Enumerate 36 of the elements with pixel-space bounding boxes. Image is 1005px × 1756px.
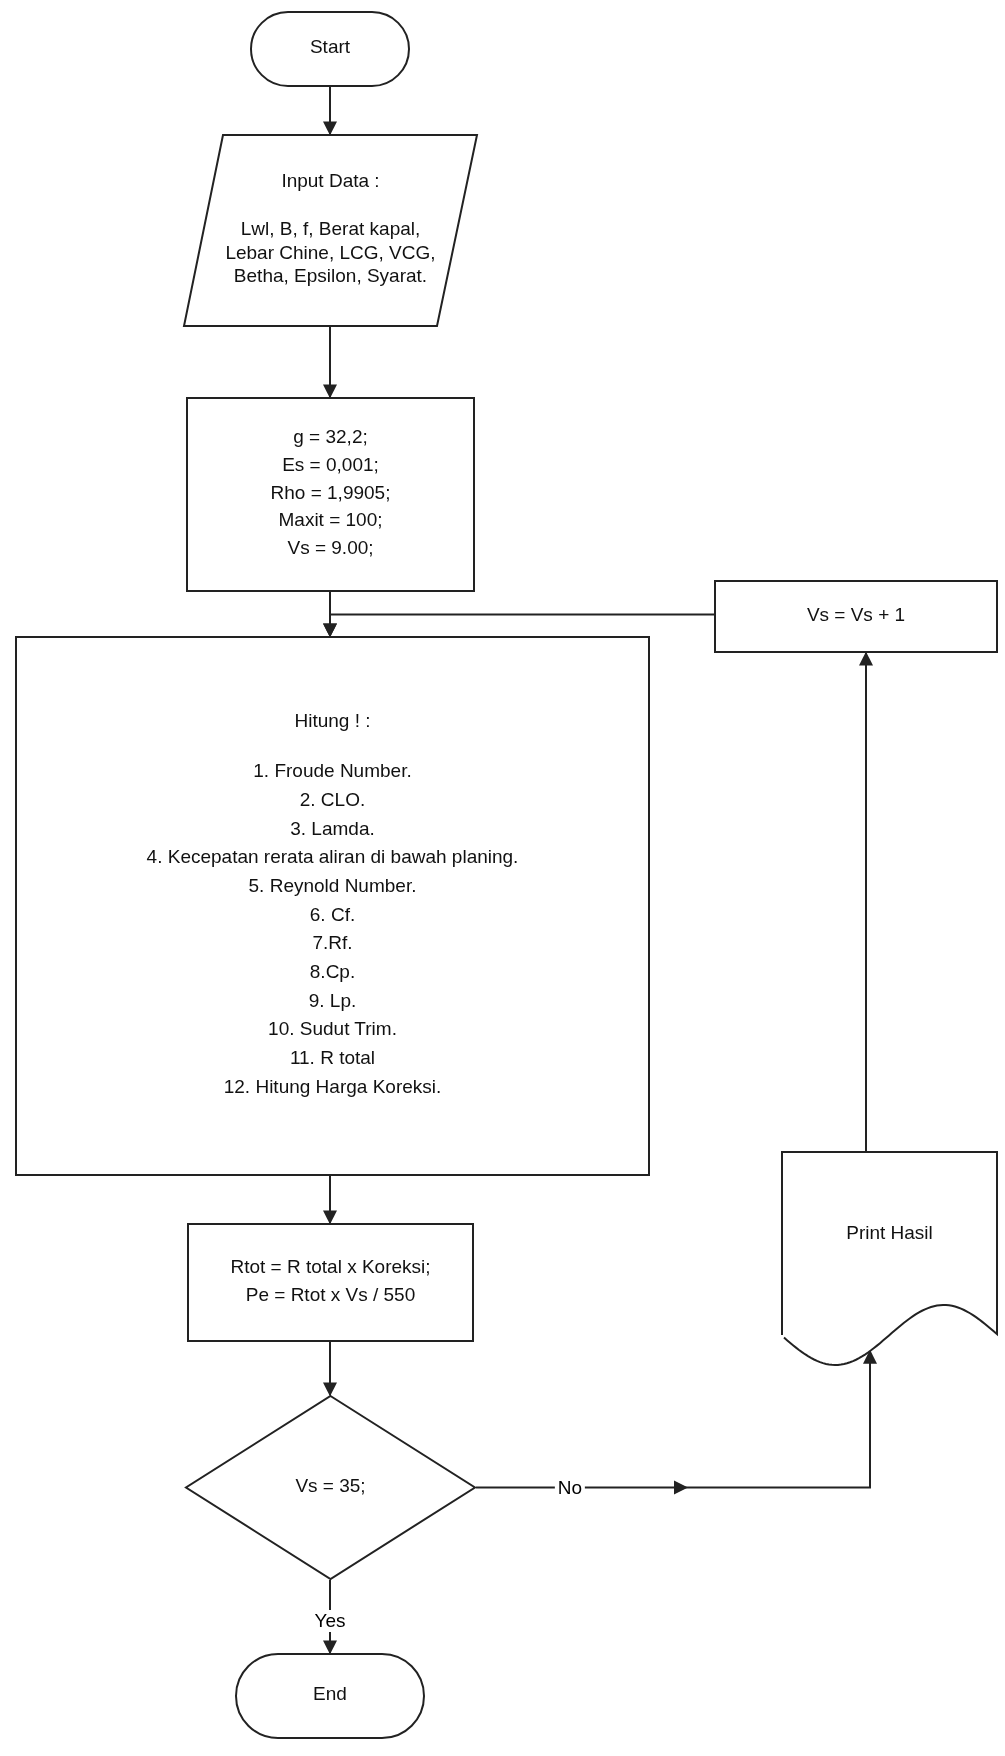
node-text: Vs = 35; — [295, 1473, 366, 1498]
node-text: 3. Lamda. — [290, 816, 375, 841]
process-box — [15, 636, 650, 1176]
node-text: End — [313, 1682, 347, 1706]
node-text: g = 32,2; — [293, 425, 368, 449]
node-text: Vs = 9.00; — [287, 536, 374, 560]
input-parallelogram — [183, 134, 478, 327]
document-shape — [781, 1151, 998, 1369]
process-box — [714, 580, 998, 653]
node-text: Lwl, B, f, Berat kapal, Lebar Chine, LCG, VCG, Betha, Epsilon, Syarat. — [224, 216, 437, 288]
node-text: 11. R total — [289, 1046, 376, 1071]
terminal-shape — [235, 1653, 425, 1739]
node-text: 2. CLO. — [299, 787, 366, 812]
node-text: Rho = 1,9905; — [270, 480, 391, 505]
heading-text: Hitung ! : — [294, 708, 371, 733]
terminal-shape — [250, 11, 410, 87]
node-text: 8.Cp. — [309, 960, 356, 985]
heading-text: Input Data : — [281, 169, 380, 193]
node-text: Rtot = R total x Koreksi; — [230, 1254, 431, 1279]
node-text: 9. Lp. — [308, 988, 357, 1013]
node-text: Start — [309, 35, 351, 59]
node-text: Vs = Vs + 1 — [806, 602, 906, 627]
decision-diamond — [185, 1395, 476, 1580]
node-text: Es = 0,001; — [282, 452, 379, 477]
node-text: Maxit = 100; — [278, 508, 383, 533]
node-text: 5. Reynold Number. — [248, 873, 417, 898]
node-text: 10. Sudut Trim. — [268, 1017, 397, 1042]
node-text: Print Hasil — [846, 1221, 933, 1245]
node-text: 7.Rf. — [312, 931, 353, 956]
node-text: Pe = Rtot x Vs / 550 — [245, 1282, 416, 1307]
node-text: 6. Cf. — [309, 902, 356, 927]
node-text: 4. Kecepatan rerata aliran di bawah planing. — [146, 845, 519, 870]
process-box — [186, 397, 475, 592]
process-box — [187, 1223, 474, 1342]
node-text: 1. Froude Number. — [253, 759, 412, 784]
node-text: 12. Hitung Harga Koreksi. — [223, 1074, 442, 1099]
